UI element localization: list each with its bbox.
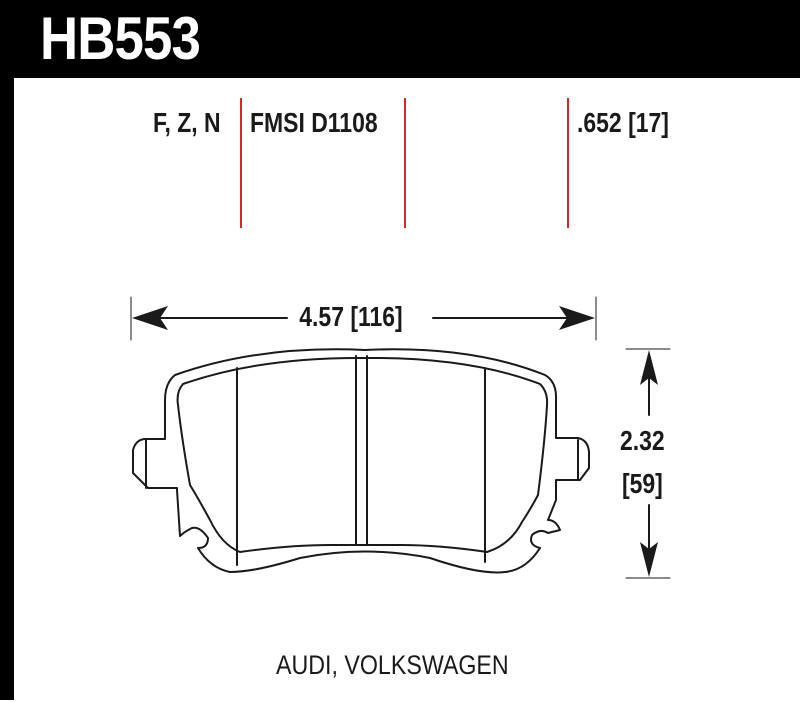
divider-red-2	[404, 98, 406, 228]
height-arrow-icon	[640, 350, 658, 577]
width-dimension: 4.57 [116]	[296, 301, 406, 333]
part-number-title: HB553	[40, 5, 201, 72]
width-arrow-icon	[132, 306, 595, 330]
pad-thickness: .652 [17]	[577, 107, 669, 138]
height-dimension-mm: [59]	[622, 468, 663, 499]
height-dimension-inches: 2.32	[620, 425, 665, 456]
divider-red-1	[240, 98, 242, 228]
compound-codes: F, Z, N	[153, 107, 221, 138]
left-frame-bar	[0, 0, 14, 700]
header-bar	[0, 0, 800, 78]
divider-red-3	[567, 98, 569, 228]
fmsi-number: FMSI D1108	[250, 107, 378, 138]
vehicle-applications: AUDI, VOLKSWAGEN	[276, 650, 509, 680]
